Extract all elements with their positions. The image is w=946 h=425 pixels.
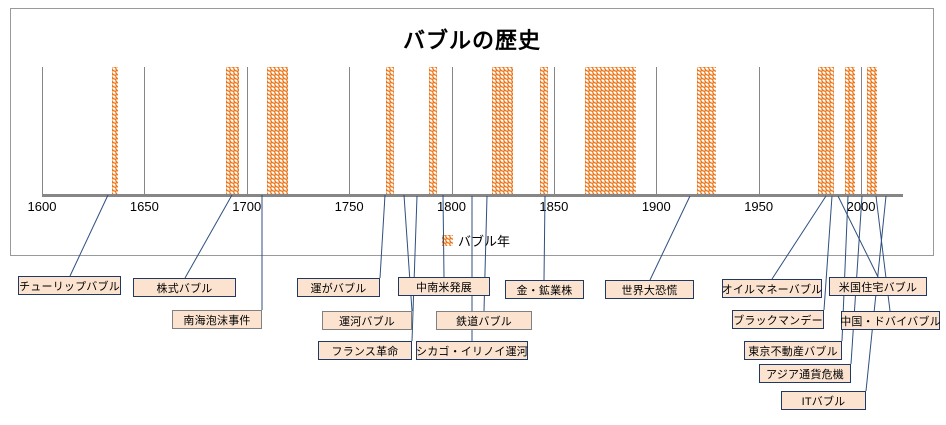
grid-line-1950 [758, 67, 760, 194]
plot-area [42, 67, 902, 194]
bubble-period-bar [226, 67, 239, 194]
bubble-period-bar [492, 67, 513, 194]
x-axis-line [42, 194, 903, 197]
callout-asia-currency-crisis[interactable]: アジア通貨危機 [759, 364, 851, 383]
legend-label: バブル年 [458, 234, 511, 249]
bubble-period-bar [867, 67, 878, 194]
bubble-year-swatch-icon [442, 235, 453, 246]
axis-tick-label-1800: 1800 [437, 199, 466, 214]
bubble-period-bar [584, 67, 636, 194]
callout-stock-bubble[interactable]: 株式バブル [133, 278, 236, 297]
grid-line-2000 [861, 67, 863, 194]
callout-tokyo-realestate[interactable]: 東京不動産バブル [744, 341, 842, 360]
grid-line-1600 [42, 67, 43, 194]
callout-china-dubai-bubble[interactable]: 中国・ドバイバブル [840, 311, 941, 330]
callout-fortune-bubble[interactable]: 運がバブル [297, 278, 380, 297]
grid-line-1700 [246, 67, 248, 194]
grid-line-1850 [553, 67, 555, 194]
axis-tick-label-1900: 1900 [641, 199, 671, 214]
axis-tick-label-1850: 1850 [539, 199, 569, 214]
callout-oil-money-bubble[interactable]: オイルマネーバブル [722, 279, 822, 298]
axis-tick-label-1700: 1700 [232, 199, 262, 214]
grid-line-1650 [144, 67, 146, 194]
grid-line-1800 [451, 67, 453, 194]
chart-frame: バブルの歴史 1600 1650 1700 1750 1800 1850 1900 1950 2… [10, 8, 934, 256]
bubble-period-bar [844, 67, 855, 194]
callout-black-monday[interactable]: ブラックマンデー [732, 310, 824, 329]
bubble-period-bar [111, 67, 118, 194]
callout-it-bubble[interactable]: ITバブル [781, 391, 866, 410]
callout-tulip-bubble[interactable]: チューリップバブル [18, 276, 121, 295]
bubble-period-bar [697, 67, 716, 194]
callout-french-revolution[interactable]: フランス革命 [318, 341, 412, 360]
callout-latin-america[interactable]: 中南米発展 [398, 277, 490, 296]
callout-gold-mining-stocks[interactable]: 金・鉱業株 [505, 280, 584, 299]
callout-great-depression[interactable]: 世界大恐慌 [605, 280, 694, 299]
axis-tick-label-1750: 1750 [334, 199, 364, 214]
grid-line-1750 [349, 67, 351, 194]
axis-tick-label-1600: 1600 [27, 199, 57, 214]
bubble-period-bar [386, 67, 395, 194]
callout-canal-bubble[interactable]: 運河バブル [322, 311, 412, 330]
axis-tick-label-1650: 1650 [129, 199, 159, 214]
bubble-period-bar [429, 67, 438, 194]
callout-south-sea-bubble[interactable]: 南海泡沫事件 [172, 310, 262, 329]
page-title: バブルの歴史 [402, 28, 541, 53]
bubble-period-bar [539, 67, 548, 194]
bubble-period-bar [818, 67, 835, 194]
callout-chicago-illinois[interactable]: シカゴ・イリノイ運河 [416, 341, 528, 360]
axis-tick-label-1950: 1950 [744, 199, 774, 214]
bubble-period-bar [267, 67, 288, 194]
axis-tick-label-2000: 2000 [846, 199, 876, 214]
callout-railway-bubble[interactable]: 鉄道バブル [436, 311, 532, 330]
grid-line-1900 [656, 67, 658, 194]
chart-legend: バブル年 [442, 231, 510, 250]
callout-us-housing-bubble[interactable]: 米国住宅バブル [829, 277, 927, 296]
